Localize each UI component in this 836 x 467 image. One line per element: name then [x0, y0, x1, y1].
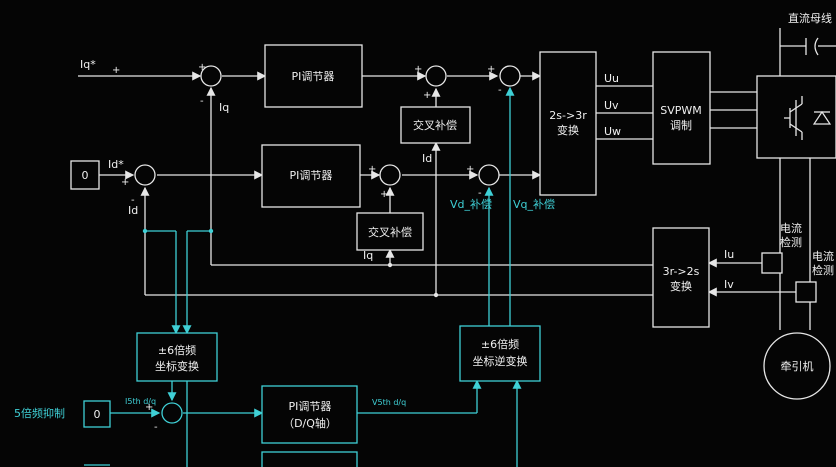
svg-text:牵引机: 牵引机 [781, 359, 814, 373]
svg-text:Vq_补偿: Vq_补偿 [513, 197, 555, 211]
svg-text:检测: 检测 [780, 235, 802, 249]
svg-text:（D/Q轴）: （D/Q轴） [283, 416, 337, 430]
svg-text:V5th d/q: V5th d/q [372, 398, 406, 407]
current-sensor-2 [795, 281, 817, 303]
svg-text:电流: 电流 [780, 221, 802, 235]
svg-text:调制: 调制 [670, 119, 692, 132]
svg-text:Vd_补偿: Vd_补偿 [450, 197, 492, 211]
svg-text:0: 0 [82, 169, 89, 182]
svg-text:-: - [498, 85, 502, 96]
block-pi-5th-lower [261, 451, 358, 467]
block-pi-d: PI调节器 [261, 144, 361, 208]
svg-text:交叉补偿: 交叉补偿 [368, 225, 412, 239]
svg-text:±6倍频: ±6倍频 [481, 337, 519, 351]
svg-text:PI调节器: PI调节器 [290, 169, 333, 182]
sum-junctions [134, 65, 521, 424]
svg-text:Id: Id [422, 152, 432, 165]
svg-text:Uv: Uv [604, 99, 619, 112]
block-svpwm: SVPWM 调制 [652, 51, 711, 165]
svg-text:2s->3r: 2s->3r [549, 109, 587, 122]
svg-text:5倍频抑制: 5倍频抑制 [14, 406, 65, 420]
svg-text:-: - [200, 96, 204, 107]
current-sensor-1 [761, 252, 783, 274]
svg-text:Iq: Iq [219, 101, 229, 114]
svg-text:Uu: Uu [604, 72, 619, 85]
svg-text:0: 0 [94, 408, 101, 421]
motor: 牵引机 [763, 332, 831, 400]
block-inverter [756, 75, 836, 159]
harmonic-signal-wires [84, 86, 522, 467]
block-pi-5th: PI调节器 （D/Q轴） [261, 385, 358, 444]
svg-text:坐标变换: 坐标变换 [155, 359, 199, 373]
svg-text:交叉补偿: 交叉补偿 [413, 118, 457, 132]
svg-text:±6倍频: ±6倍频 [158, 343, 196, 357]
svg-text:+: + [487, 64, 495, 75]
svg-text:3r->2s: 3r->2s [663, 265, 700, 278]
svg-text:+: + [466, 164, 474, 175]
svg-text:-: - [154, 422, 158, 433]
svg-text:+: + [380, 189, 388, 200]
block-cross-comp-d: 交叉补偿 [356, 212, 424, 251]
block-cross-comp-q: 交叉补偿 [400, 106, 471, 144]
svg-text:SVPWM: SVPWM [660, 104, 702, 117]
svg-text:-: - [131, 195, 135, 206]
block-6x-forward: ±6倍频 坐标变换 [136, 332, 218, 382]
signal-labels: Iq* + Id* + Iq - + Id - + + + - + + + - … [14, 11, 834, 433]
block-pi-q: PI调节器 [264, 44, 363, 108]
svg-text:Iq: Iq [363, 249, 373, 262]
svg-text:+: + [145, 402, 153, 413]
svg-text:+: + [112, 65, 120, 76]
svg-text:Iv: Iv [724, 278, 734, 291]
svg-text:-: - [478, 188, 482, 199]
svg-text:PI调节器: PI调节器 [292, 70, 335, 83]
svg-text:电流: 电流 [812, 249, 834, 263]
white-signal-wires [78, 28, 836, 330]
svg-text:坐标逆变换: 坐标逆变换 [473, 354, 528, 368]
svg-text:Id: Id [128, 204, 138, 217]
svg-text:+: + [198, 62, 206, 73]
svg-text:直流母线: 直流母线 [788, 11, 832, 25]
svg-text:Iq*: Iq* [80, 58, 96, 71]
svg-text:Id*: Id* [108, 158, 124, 171]
svg-text:PI调节器: PI调节器 [289, 400, 332, 413]
block-zero-5th: 0 [83, 400, 111, 428]
svg-text:+: + [368, 164, 376, 175]
block-2s-3r: 2s->3r 变换 [539, 51, 597, 196]
block-zero-d: 0 [70, 160, 100, 190]
svg-text:检测: 检测 [812, 263, 834, 277]
svg-text:I5th d/q: I5th d/q [125, 397, 156, 406]
block-3r-2s: 3r->2s 变换 [652, 227, 710, 328]
svg-text:Iu: Iu [724, 248, 734, 261]
svg-text:变换: 变换 [557, 123, 579, 137]
block-6x-inverse: ±6倍频 坐标逆变换 [459, 325, 541, 382]
svg-text:+: + [423, 90, 431, 101]
svg-text:Uw: Uw [604, 125, 621, 138]
svg-text:变换: 变换 [670, 279, 692, 293]
svg-text:+: + [121, 177, 129, 188]
svg-text:+: + [414, 64, 422, 75]
